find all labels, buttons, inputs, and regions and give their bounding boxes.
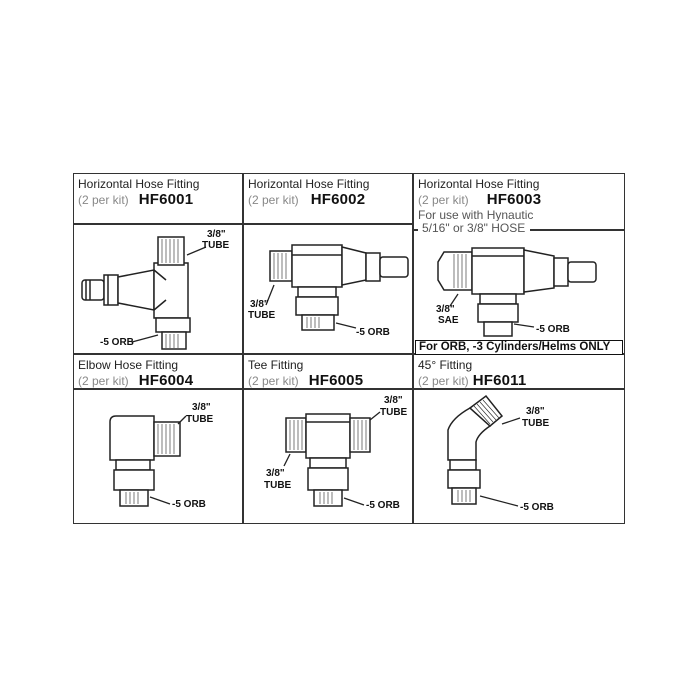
divider: [412, 173, 414, 524]
per-kit: (2 per kit): [418, 193, 469, 207]
label-tube: TUBE: [202, 240, 230, 251]
usage-note: For use with Hynautic: [418, 208, 534, 222]
fitting-drawing-hf6002: 3/8" TUBE -5 ORB: [248, 244, 409, 338]
fitting-drawing-hf6011: 3/8" TUBE -5 ORB: [447, 394, 554, 513]
label-orb: -5 ORB: [100, 337, 134, 348]
label-sae: SAE: [438, 315, 459, 326]
part-code: HF6003: [486, 191, 542, 208]
per-kit: (2 per kit): [418, 374, 469, 388]
cell-header-hf6005: Tee Fitting (2 per kit) HF6005: [244, 355, 412, 389]
part-code: HF6005: [308, 372, 364, 389]
label-tube: TUBE: [522, 418, 550, 429]
cell-header-hf6003: Horizontal Hose Fitting (2 per kit) HF600…: [414, 174, 624, 238]
cell-header-hf6004: Elbow Hose Fitting (2 per kit) HF6004: [74, 355, 242, 389]
divider: [73, 353, 625, 355]
divider: [413, 229, 418, 231]
part-code: HF6001: [138, 191, 194, 208]
label-tube: TUBE: [186, 414, 214, 425]
fittings-grid: [73, 173, 625, 524]
fitting-title: 45° Fitting: [418, 358, 473, 372]
label-tube: TUBE: [248, 310, 276, 321]
divider: [242, 173, 244, 524]
divider: [530, 229, 625, 231]
label-tube-right: TUBE: [380, 407, 408, 418]
fitting-title: Tee Fitting: [248, 358, 304, 372]
cell-header-hf6011: 45° Fitting (2 per kit)HF6011: [414, 355, 624, 389]
fitting-title: Elbow Hose Fitting: [78, 358, 179, 372]
label-tube-size: 3/8": [526, 406, 545, 417]
label-orb: -5 ORB: [520, 502, 554, 513]
cell-header-hf6001: Horizontal Hose Fitting (2 per kit) HF600…: [74, 174, 242, 208]
fitting-title: Horizontal Hose Fitting: [78, 177, 200, 191]
divider: [73, 223, 413, 225]
label-sae-size: 3/8": [436, 304, 455, 315]
per-kit: (2 per kit): [78, 374, 129, 388]
fitting-drawing-hf6001: 3/8" TUBE -5 ORB: [81, 229, 230, 350]
per-kit: (2 per kit): [248, 193, 299, 207]
label-tube-size: 3/8": [207, 229, 226, 240]
label-orb: -5 ORB: [536, 324, 570, 335]
per-kit: (2 per kit): [248, 374, 299, 388]
fitting-drawing-hf6005: 3/8" TUBE 3/8" TUBE -5 ORB: [264, 395, 408, 511]
label-tube-left: TUBE: [264, 480, 292, 491]
label-tube-size: 3/8": [250, 299, 269, 310]
label-orb: -5 ORB: [172, 499, 206, 510]
fitting-drawing-hf6004: 3/8" TUBE -5 ORB: [109, 402, 214, 510]
fitting-title: Horizontal Hose Fitting: [248, 177, 370, 191]
orb-restriction-note: For ORB, -3 Cylinders/Helms ONLY: [415, 340, 623, 355]
part-code: HF6011: [472, 372, 527, 389]
divider: [73, 388, 625, 390]
hose-size-note: 5/16" or 3/8" HOSE: [422, 221, 528, 236]
fitting-drawing-hf6003: 3/8" SAE -5 ORB: [436, 247, 597, 337]
label-tube-size-right: 3/8": [384, 395, 403, 406]
label-tube-size: 3/8": [192, 402, 211, 413]
part-code: HF6002: [310, 191, 366, 208]
label-orb: -5 ORB: [366, 500, 400, 511]
label-orb: -5 ORB: [356, 327, 390, 338]
cell-header-hf6002: Horizontal Hose Fitting (2 per kit) HF600…: [244, 174, 412, 208]
label-tube-size-left: 3/8": [266, 468, 285, 479]
per-kit: (2 per kit): [78, 193, 129, 207]
fitting-title: Horizontal Hose Fitting: [418, 177, 540, 191]
part-code: HF6004: [138, 372, 194, 389]
